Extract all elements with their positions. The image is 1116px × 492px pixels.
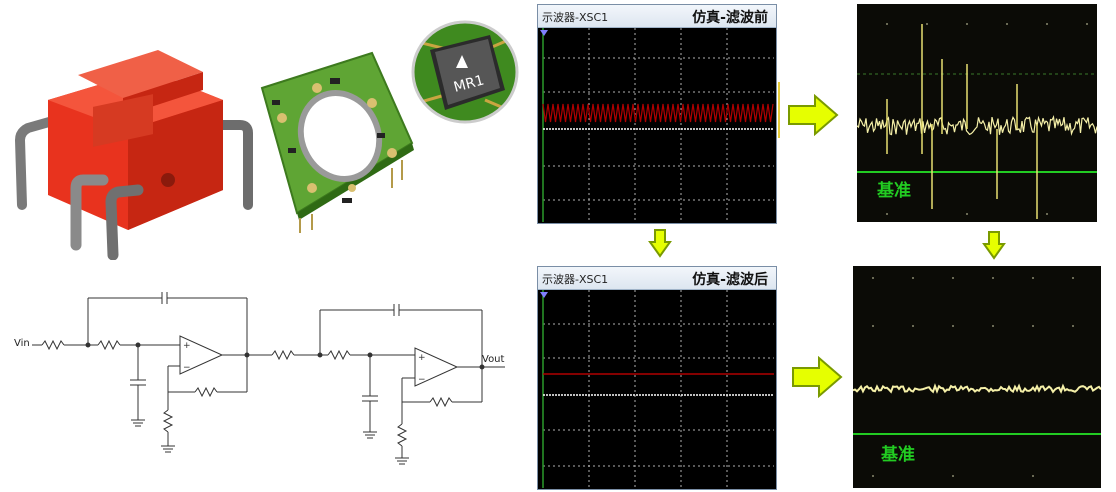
- svg-text:+: +: [418, 353, 426, 363]
- svg-text:−: −: [183, 363, 191, 373]
- scope-before-caption: 仿真-滤波前: [692, 10, 768, 26]
- real-after-baseline-label: 基准: [881, 445, 915, 465]
- svg-text:+: +: [183, 341, 191, 351]
- filter-circuit-diagram: + −: [10, 288, 530, 468]
- real-scope-before: 基准: [857, 4, 1097, 222]
- scope-after-window-title: 示波器-XSC1: [542, 273, 609, 286]
- real-before-signal-trace: [857, 114, 1097, 137]
- scope-before-noise-trace: [542, 103, 774, 123]
- svg-text:−: −: [418, 375, 426, 385]
- scope-before-screen: [538, 28, 774, 222]
- vout-label: Vout: [482, 354, 505, 365]
- chip-label: MR1: [452, 72, 486, 95]
- real-before-baseline-label: 基准: [877, 181, 911, 201]
- real-after-signal-trace: [853, 383, 1101, 394]
- arrow-down-icon: [982, 231, 1006, 260]
- scope-window-after: 示波器-XSC1 仿真-滤波后: [537, 266, 777, 490]
- real-scope-after: 基准: [853, 266, 1101, 488]
- arrow-right-icon: [788, 94, 839, 136]
- sensor-housing-image: [8, 30, 258, 260]
- scope-before-marker: [778, 82, 780, 138]
- arrow-right-icon: [792, 356, 843, 398]
- mr1-chip-zoom-image: MR1: [410, 20, 520, 125]
- scope-after-caption: 仿真-滤波后: [692, 272, 768, 288]
- scope-window-before: 示波器-XSC1 仿真-滤波前: [537, 4, 777, 224]
- scope-after-screen: [538, 290, 774, 488]
- vin-label: Vin: [14, 338, 30, 349]
- arrow-down-icon: [648, 229, 672, 258]
- scope-before-titlebar: 示波器-XSC1 仿真-滤波前: [538, 5, 776, 28]
- real-before-spikes: [886, 24, 1038, 219]
- scope-after-titlebar: 示波器-XSC1 仿真-滤波后: [538, 267, 776, 290]
- pcb-board-image: [252, 48, 422, 238]
- scope-before-window-title: 示波器-XSC1: [542, 11, 609, 24]
